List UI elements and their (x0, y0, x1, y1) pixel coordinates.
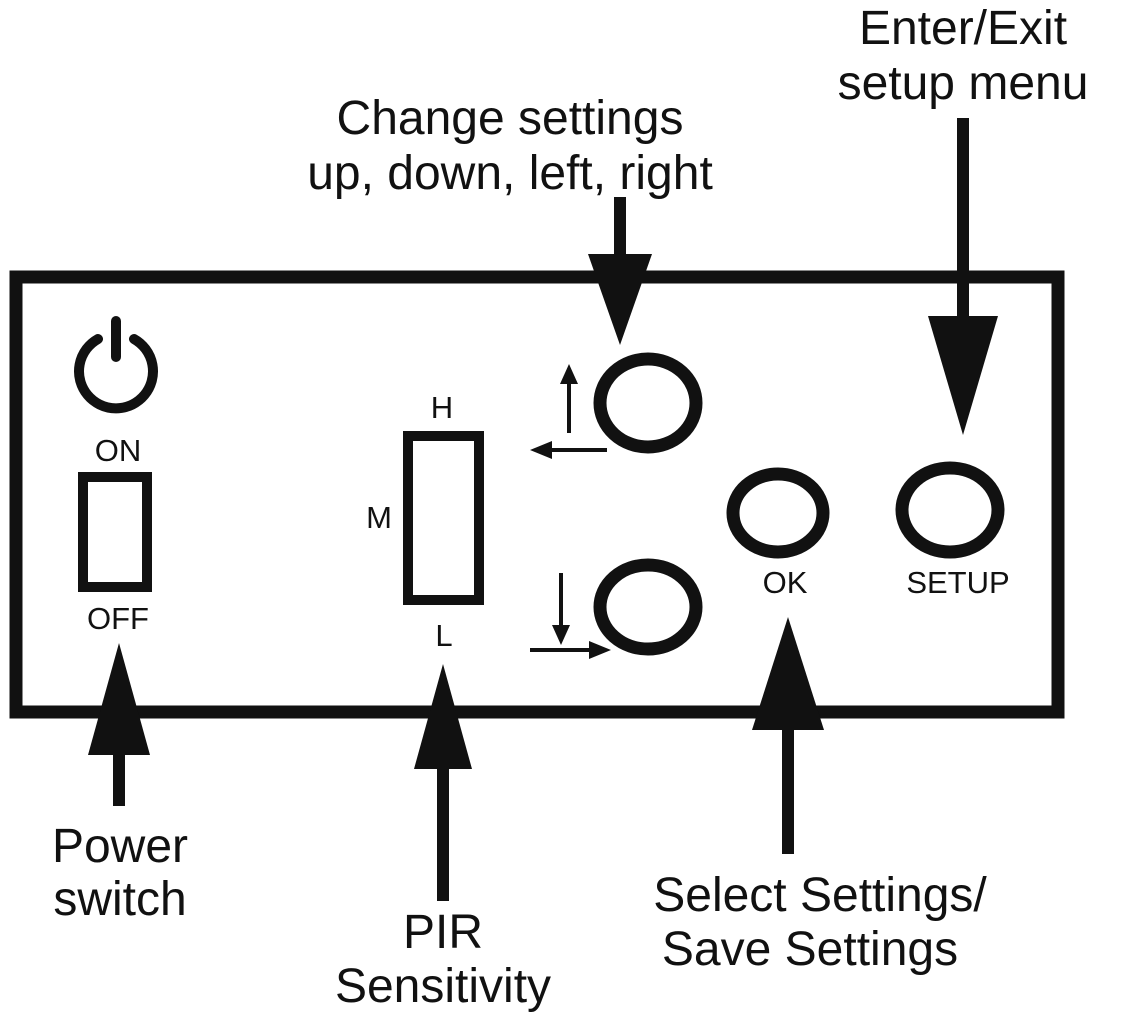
callout-pir-sensitivity-line2: Sensitivity (335, 960, 551, 1013)
callout-change-settings-line2: up, down, left, right (307, 147, 713, 200)
callout-select-save-line2: Save Settings (662, 923, 958, 976)
device-panel (9, 270, 1065, 719)
ok-button[interactable] (726, 467, 830, 559)
arrow-to-setup-button (928, 118, 998, 435)
callout-power-switch-line1: Power (52, 820, 188, 873)
callout-select-save-line1: Select Settings/ (653, 869, 987, 922)
arrow-down-right-icon (530, 573, 611, 659)
callout-enter-exit-line1: Enter/Exit (859, 2, 1067, 55)
power-icon (74, 316, 158, 414)
pir-low-label: L (435, 618, 452, 653)
ok-label: OK (763, 565, 808, 600)
callout-power-switch-line2: switch (53, 873, 186, 926)
pir-high-label: H (431, 390, 453, 425)
pir-sensitivity-switch[interactable] (403, 431, 484, 605)
setup-label: SETUP (906, 565, 1009, 600)
up-left-button[interactable] (593, 352, 703, 454)
power-on-label: ON (95, 433, 142, 468)
setup-button[interactable] (895, 461, 1005, 559)
arrow-up-left-icon (530, 364, 607, 459)
power-off-label: OFF (87, 601, 149, 636)
callout-pir-sensitivity-line1: PIR (403, 906, 483, 959)
callout-enter-exit-line2: setup menu (838, 57, 1089, 110)
down-right-button[interactable] (593, 558, 703, 656)
power-switch[interactable] (78, 472, 152, 592)
arrow-to-pir-switch (414, 664, 472, 901)
arrow-to-ok-button (752, 617, 824, 854)
arrow-to-power-switch (88, 643, 150, 806)
callout-change-settings-line1: Change settings (337, 92, 684, 145)
pir-mid-label: M (366, 500, 392, 535)
